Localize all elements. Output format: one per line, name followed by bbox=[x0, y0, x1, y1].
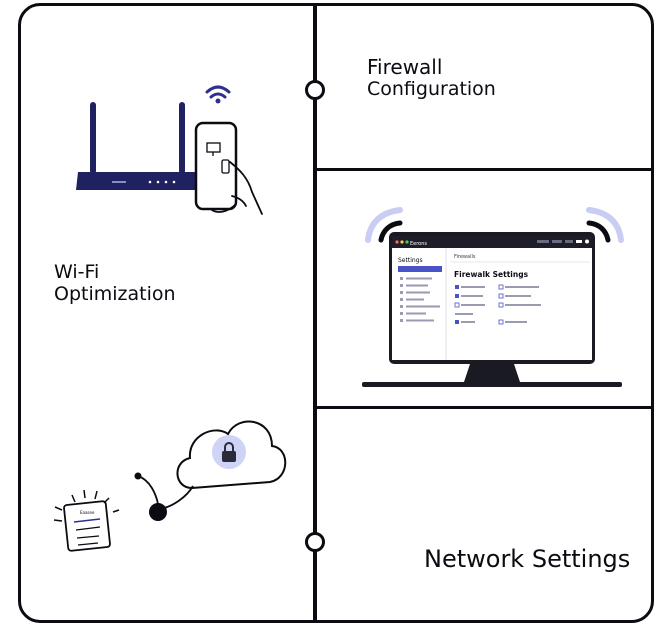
sidebar-item-active bbox=[398, 266, 442, 272]
wifi-label: Wi-Fi Optimization bbox=[54, 261, 176, 305]
signal-arc-left-inner bbox=[378, 220, 403, 243]
wifi-icon bbox=[205, 85, 231, 104]
monitor-stand bbox=[464, 364, 520, 382]
network-settings-label: Network Settings bbox=[424, 545, 631, 573]
clipboard-title: Eaasee bbox=[80, 510, 95, 515]
diagram-frame bbox=[18, 3, 654, 623]
signal-arc-left-outer bbox=[365, 207, 403, 243]
router-antenna-left bbox=[90, 102, 96, 174]
router-icon bbox=[76, 172, 200, 190]
app-name: Eerons bbox=[410, 241, 427, 247]
connector-dot bbox=[149, 503, 167, 521]
divider-bottom bbox=[315, 406, 654, 409]
router-antenna-right bbox=[179, 102, 185, 174]
connector-node-bottom bbox=[305, 532, 325, 552]
firewall-label: Firewall Configuration bbox=[367, 55, 496, 100]
breadcrumb: Firewalls bbox=[454, 254, 476, 260]
vertical-divider bbox=[313, 3, 317, 623]
firewall-settings-heading: Firewalk Settings bbox=[454, 270, 529, 279]
lock-icon bbox=[222, 451, 236, 462]
signal-arc-right-inner bbox=[586, 220, 611, 243]
connector-node-top bbox=[305, 80, 325, 100]
sidebar-title: Settings bbox=[398, 257, 423, 264]
monitor-base bbox=[362, 382, 622, 387]
divider-top bbox=[315, 168, 654, 171]
clipboard-icon bbox=[53, 489, 120, 552]
signal-arc-right-outer bbox=[586, 207, 624, 243]
